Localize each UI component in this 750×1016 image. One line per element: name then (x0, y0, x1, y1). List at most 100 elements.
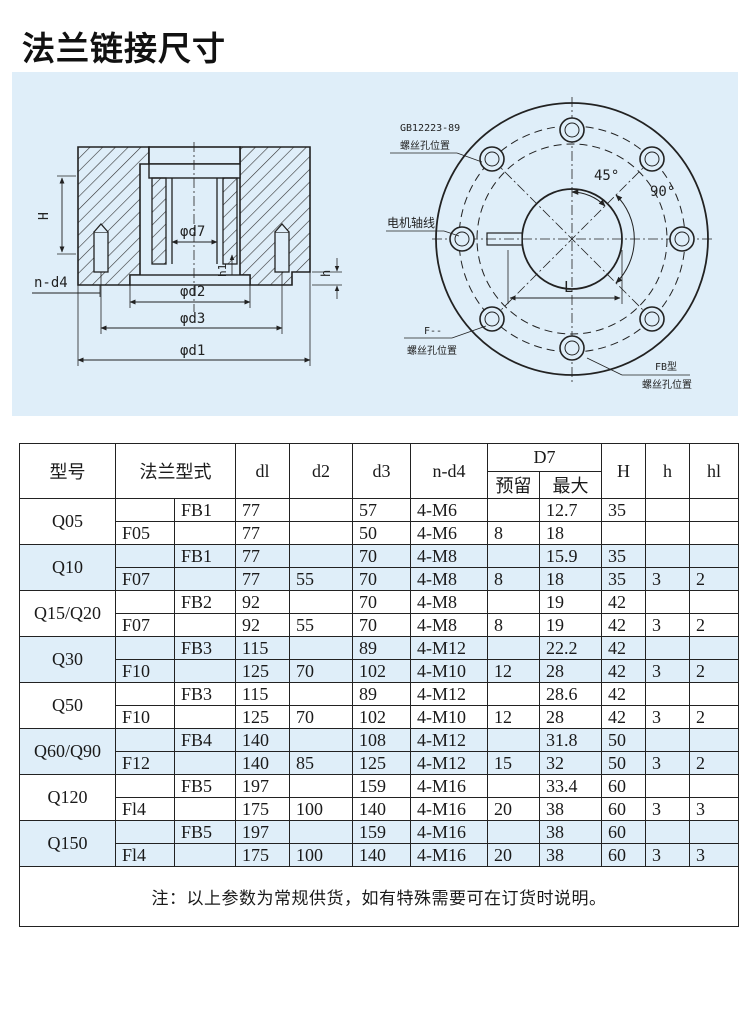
cell-nd4: 4-M16 (410, 820, 488, 844)
header-d7-max: 最大 (539, 471, 602, 499)
cell-res (487, 498, 540, 522)
cell-d2 (289, 544, 353, 568)
drawing-panel: H n-d4 φd7 φd2 φd3 φd1 h1 h (12, 72, 738, 416)
cell-fb (174, 567, 236, 591)
cell-res (487, 820, 540, 844)
model-cell: Q10 (19, 544, 116, 591)
cell-H: 42 (601, 636, 646, 660)
cell-fb (174, 797, 236, 821)
cell-max: 18 (539, 521, 602, 545)
header-h: h (645, 443, 690, 499)
dim-h-label: h (319, 270, 333, 277)
cell-d3: 70 (352, 544, 411, 568)
cell-d1: 197 (235, 820, 290, 844)
dim-H-label: H (37, 212, 52, 220)
cell-d2: 85 (289, 751, 353, 775)
cell-nd4: 4-M12 (410, 682, 488, 706)
cell-h: 3 (645, 567, 690, 591)
cell-d2 (289, 590, 353, 614)
cell-res: 8 (487, 521, 540, 545)
cell-h1: 2 (689, 659, 739, 683)
cell-fb (174, 751, 236, 775)
cell-max: 22.2 (539, 636, 602, 660)
header-model: 型号 (19, 443, 116, 499)
cell-res: 12 (487, 705, 540, 729)
cell-h: 3 (645, 705, 690, 729)
header-d7-reserved: 预留 (487, 471, 540, 499)
cell-f (115, 820, 175, 844)
dim-h1-label: h1 (216, 264, 229, 277)
cell-h (645, 498, 690, 522)
cell-h (645, 544, 690, 568)
cell-d2 (289, 820, 353, 844)
cell-H: 60 (601, 774, 646, 798)
cell-H: 42 (601, 682, 646, 706)
cell-f: Fl4 (115, 843, 175, 867)
cell-d1: 77 (235, 498, 290, 522)
cell-fb (174, 521, 236, 545)
cell-d3: 102 (352, 659, 411, 683)
cell-fb: FB3 (174, 636, 236, 660)
cell-fb: FB5 (174, 820, 236, 844)
page-title: 法兰链接尺寸 (22, 29, 226, 68)
cell-nd4: 4-M16 (410, 774, 488, 798)
cell-d3: 159 (352, 820, 411, 844)
cell-h1 (689, 636, 739, 660)
cell-d1: 125 (235, 659, 290, 683)
cell-d3: 70 (352, 590, 411, 614)
cell-d3: 125 (352, 751, 411, 775)
cell-h1 (689, 544, 739, 568)
cell-fb (174, 659, 236, 683)
cell-f: F12 (115, 751, 175, 775)
cell-H: 35 (601, 498, 646, 522)
cell-H: 60 (601, 820, 646, 844)
cell-max: 32 (539, 751, 602, 775)
cell-f: F07 (115, 567, 175, 591)
cell-H: 60 (601, 843, 646, 867)
cell-fb: FB5 (174, 774, 236, 798)
cell-nd4: 4-M8 (410, 544, 488, 568)
dim-d1-label: φd1 (180, 343, 205, 359)
cell-H: 42 (601, 705, 646, 729)
cell-h (645, 728, 690, 752)
cell-h (645, 682, 690, 706)
model-cell: Q50 (19, 682, 116, 729)
dim-d3-label: φd3 (180, 311, 205, 327)
cell-H (601, 521, 646, 545)
cell-d2: 70 (289, 705, 353, 729)
model-cell: Q60/Q90 (19, 728, 116, 775)
cell-max: 18 (539, 567, 602, 591)
cell-d1: 175 (235, 843, 290, 867)
cell-f (115, 544, 175, 568)
cell-res (487, 728, 540, 752)
cell-H: 60 (601, 797, 646, 821)
f-position-label: 螺丝孔位置 (407, 344, 457, 357)
cell-d2: 55 (289, 567, 353, 591)
cell-h1 (689, 590, 739, 614)
cell-res: 8 (487, 567, 540, 591)
cell-d3: 50 (352, 521, 411, 545)
cell-d1: 77 (235, 567, 290, 591)
cell-d3: 70 (352, 613, 411, 637)
header-d3: d3 (352, 443, 411, 499)
cell-fb: FB4 (174, 728, 236, 752)
cell-h1 (689, 682, 739, 706)
cell-nd4: 4-M8 (410, 567, 488, 591)
cell-fb: FB1 (174, 544, 236, 568)
dim-nd4-label: n-d4 (34, 275, 68, 291)
model-cell: Q15/Q20 (19, 590, 116, 637)
cell-h: 3 (645, 751, 690, 775)
cell-f: F05 (115, 521, 175, 545)
section-view: H n-d4 φd7 φd2 φd3 φd1 h1 h (32, 142, 342, 366)
cell-fb: FB2 (174, 590, 236, 614)
table-note: 注：以上参数为常规供货，如有特殊需要可在订货时说明。 (19, 866, 739, 927)
